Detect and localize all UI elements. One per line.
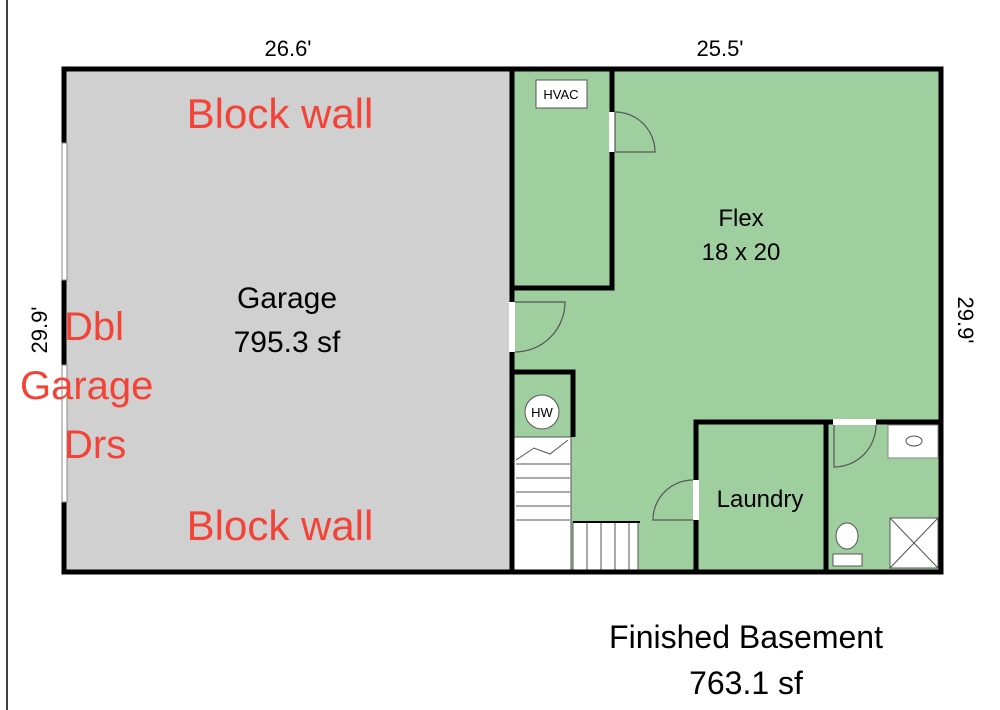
garage-floor: [64, 69, 512, 572]
block-wall-bottom-label: Block wall: [187, 502, 374, 549]
flex-size: 18 x 20: [702, 239, 781, 266]
dimension-right: 29.9': [953, 296, 978, 343]
water-heater: HW: [524, 394, 560, 430]
flex-name: Flex: [718, 205, 763, 232]
garage-area: 795.3 sf: [234, 326, 341, 359]
hvac-door[interactable]: [609, 111, 656, 153]
dimension-left: 29.9': [27, 306, 52, 353]
laundry-door[interactable]: [652, 479, 699, 521]
block-wall-top-label: Block wall: [187, 90, 374, 137]
basement-area: 763.1 sf: [689, 665, 803, 701]
finished-floor: [512, 69, 941, 572]
toilet-icon: [832, 522, 863, 567]
bathroom-door[interactable]: [833, 419, 877, 468]
svg-text:HVAC: HVAC: [543, 87, 578, 102]
garage-doors-label-line2: Garage: [20, 364, 153, 408]
garage-door-opening: [61, 364, 68, 503]
garage-doors-label-line3: Drs: [64, 423, 126, 467]
basement-title: Finished Basement: [609, 619, 883, 655]
garage-name: Garage: [237, 282, 337, 315]
laundry-name: Laundry: [717, 486, 804, 513]
shower-icon: [889, 517, 939, 569]
svg-text:HW: HW: [531, 405, 553, 420]
dimension-top-right: 25.5': [696, 36, 743, 61]
garage-to-flex-door[interactable]: [509, 301, 566, 353]
sink-icon: [887, 424, 939, 459]
hvac-unit: HVAC: [535, 79, 588, 109]
garage-doors-label-line1: Dbl: [64, 305, 124, 349]
garage-door-opening: [61, 142, 68, 281]
dimension-top-left: 26.6': [264, 36, 311, 61]
